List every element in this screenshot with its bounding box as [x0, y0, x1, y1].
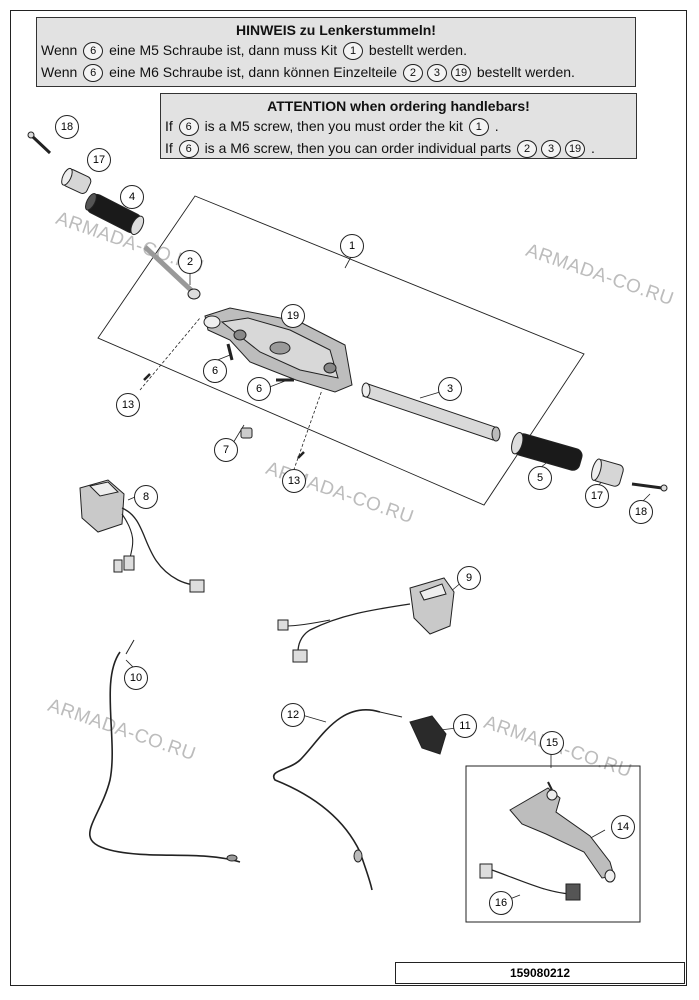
callout-18-right: 18 [629, 500, 653, 524]
callout-14: 14 [611, 815, 635, 839]
ref-circle: 19 [565, 140, 586, 159]
throttle-sleeve-left [143, 245, 201, 300]
ref-circle: 3 [426, 64, 447, 83]
callout-7: 7 [214, 438, 238, 462]
callout-3: 3 [438, 377, 462, 401]
ref-circle: 1 [343, 42, 364, 61]
notice-english: ATTENTION when ordering handlebars! If 6… [160, 93, 637, 159]
clutch-cable [89, 639, 241, 863]
drawing-frame [10, 10, 687, 986]
bar-end-weight-left [61, 167, 92, 194]
clutch-switch [479, 863, 581, 901]
sleeve-nut [240, 427, 253, 439]
callout-18-left: 18 [55, 115, 79, 139]
callout-6-left: 6 [203, 359, 227, 383]
bar-end-bolt-right [631, 482, 668, 492]
screw-6 [226, 343, 294, 382]
callout-13-left: 13 [116, 393, 140, 417]
callout-5: 5 [528, 466, 552, 490]
notice-english-line-2: If 6 is a M6 screw, then you can order i… [161, 137, 636, 159]
callout-15: 15 [540, 731, 564, 755]
callout-16: 16 [489, 891, 513, 915]
ref-circle: 6 [83, 42, 104, 61]
ref-circle: 2 [402, 64, 423, 83]
ref-circle: 6 [83, 64, 104, 83]
triple-clamp [203, 307, 353, 393]
callout-2: 2 [178, 250, 202, 274]
ref-circle: 3 [541, 140, 562, 159]
notice-english-title: ATTENTION when ordering handlebars! [267, 98, 530, 114]
notice-german-title: HINWEIS zu Lenkerstummeln! [236, 22, 436, 38]
ref-circle: 1 [468, 118, 489, 137]
callout-17-right: 17 [585, 484, 609, 508]
ref-circle: 2 [517, 140, 538, 159]
notice-german-line-1: Wenn 6 eine M5 Schraube ist, dann muss K… [37, 39, 635, 61]
notice-german: HINWEIS zu Lenkerstummeln! Wenn 6 eine M… [36, 17, 636, 87]
callout-17-left: 17 [87, 148, 111, 172]
cable-cover [409, 715, 447, 755]
screw-13 [143, 373, 305, 459]
bar-end-bolt-left [27, 131, 52, 155]
ref-circle: 19 [450, 64, 471, 83]
grip-right [511, 432, 583, 471]
kit-outline [97, 195, 585, 506]
callout-19: 19 [281, 304, 305, 328]
lever-kit-box [465, 765, 641, 923]
throttle-cable [272, 709, 403, 891]
callout-11: 11 [453, 714, 477, 738]
part-number: 159080212 [395, 962, 685, 984]
notice-english-line-1: If 6 is a M5 screw, then you must order … [161, 115, 636, 137]
callout-4: 4 [120, 185, 144, 209]
switch-right [277, 577, 455, 663]
leader-lines [125, 254, 651, 903]
callout-10: 10 [124, 666, 148, 690]
ref-circle: 6 [178, 118, 199, 137]
callout-8: 8 [134, 485, 158, 509]
clutch-lever [509, 781, 616, 883]
handlebar-tube-right [361, 382, 501, 442]
callout-1: 1 [340, 234, 364, 258]
callout-9: 9 [457, 566, 481, 590]
grip-left [85, 193, 145, 236]
notice-german-line-2: Wenn 6 eine M6 Schraube ist, dann können… [37, 61, 635, 83]
callout-13-bottom: 13 [282, 469, 306, 493]
ref-circle: 6 [178, 140, 199, 159]
bar-end-weight-right [591, 458, 624, 487]
switch-left [79, 479, 205, 593]
callout-6-mid: 6 [247, 377, 271, 401]
callout-12: 12 [281, 703, 305, 727]
